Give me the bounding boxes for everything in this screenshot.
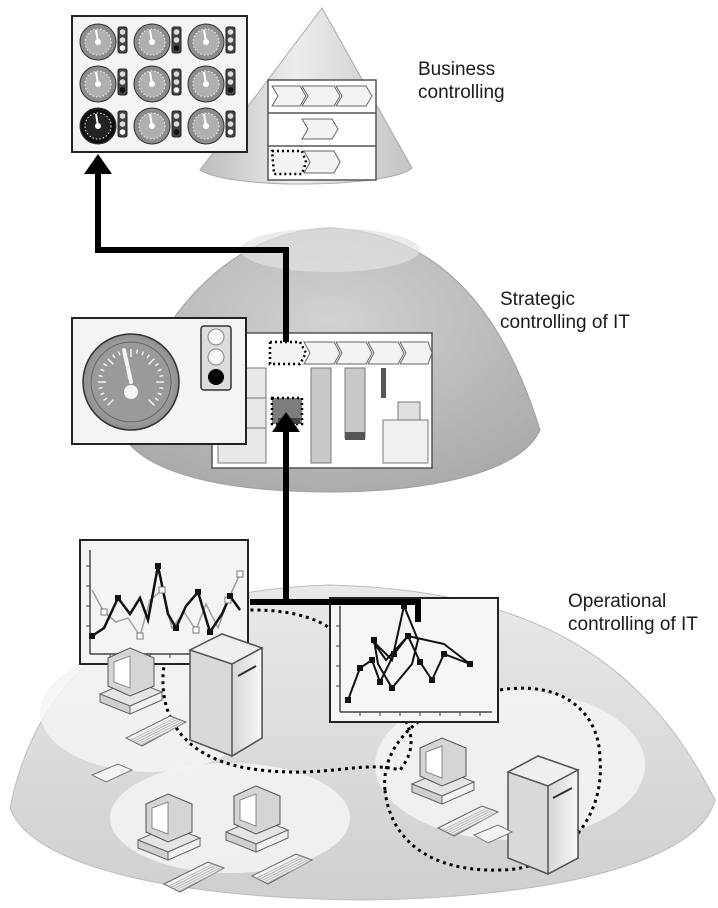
mini-gauge-icon [79,107,117,145]
mini-gauge-icon [133,65,171,103]
strategic-controlling-label: Strategic controlling of IT [500,288,630,334]
mouse-icon [90,763,134,783]
desktop-computer-icon [98,647,164,715]
mini-gauge-icon [187,23,225,61]
keyboard-icon [162,861,226,893]
arrow-head-strategic [272,412,300,432]
arrow-strategic-to-business [95,172,289,342]
strategic-dashboard-gauge-icon [71,317,247,445]
desktop-computer-icon [136,793,202,861]
keyboard-icon [436,805,500,837]
business-controlling-label: Business controlling [418,58,505,104]
strategic-label-line2: controlling of IT [500,312,630,333]
desktop-computer-icon [224,785,290,853]
mini-traffic-light-icon [171,68,182,96]
mini-gauge-icon [79,65,117,103]
network-boundary-left [161,608,413,774]
mini-traffic-light-icon [225,110,236,138]
business-process-chart [267,79,377,181]
mini-traffic-light-icon [117,110,128,138]
business-label-line1: Business [418,59,496,80]
arrow-head-business [84,154,112,174]
operational-controlling-label: Operational controlling of IT [568,590,698,636]
escalation-arrows [95,172,421,622]
mini-traffic-light-icon [117,68,128,96]
business-label-line2: controlling [418,82,505,103]
server-tower-icon [506,755,580,876]
mini-traffic-light-icon [225,68,236,96]
strategic-label-line1: Strategic [500,289,575,310]
mini-traffic-light-icon [171,26,182,54]
mini-traffic-light-icon [225,26,236,54]
mini-gauge-icon [133,23,171,61]
arrow-operational-to-strategic [283,430,421,622]
keyboard-icon [250,853,314,885]
strategic-process-chart [211,332,433,469]
mini-gauge-icon [133,107,171,145]
server-tower-icon [188,633,264,758]
mini-traffic-light-icon [171,110,182,138]
mini-gauge-icon [187,107,225,145]
mini-gauge-icon [79,23,117,61]
operational-label-line2: controlling of IT [568,614,698,635]
mouse-icon [472,824,514,844]
mini-gauge-icon [187,65,225,103]
mini-traffic-light-icon [117,26,128,54]
business-dashboard-gauges-icon [71,15,248,153]
keyboard-icon [124,715,188,747]
operational-label-line1: Operational [568,591,667,612]
operational-network-chart-icon [329,597,499,723]
desktop-computer-icon [410,737,476,805]
